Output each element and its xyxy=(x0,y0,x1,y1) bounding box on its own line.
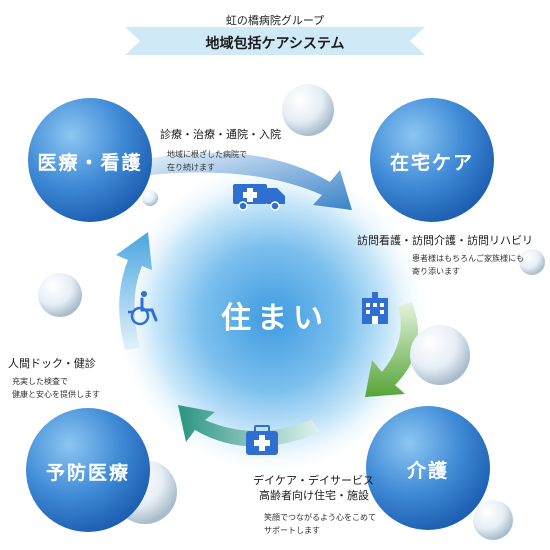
home-heading: 訪問看護・訪問介護・訪問リハビリ xyxy=(357,234,533,247)
arrow-prevention-to-medical xyxy=(116,232,152,350)
arrow-home-to-care xyxy=(365,302,419,397)
orb-prevention xyxy=(26,408,150,532)
building-icon xyxy=(362,292,388,324)
medical-desc-line-2: 在り続けます xyxy=(167,163,215,172)
medical-desc-line-1: 地域に根ざした病院で xyxy=(167,150,247,159)
group-name: 虹の橋病院グループ xyxy=(225,14,325,27)
title-banner xyxy=(125,27,425,55)
orb-home xyxy=(370,98,494,222)
care-heading-line-2: 高齢者向け住宅・施設 xyxy=(259,489,369,502)
care-heading-line-1: デイケア・デイサービス xyxy=(253,474,374,487)
bubble xyxy=(473,500,513,540)
bubble xyxy=(142,190,158,206)
center-label: 住まい xyxy=(221,301,329,336)
care-desc-line-2: サポートします xyxy=(264,526,320,535)
prevention-desc-line-2: 健康と安心を提供します xyxy=(12,390,100,399)
home-desc-line-1: 患者様はもちろんご家族様にも xyxy=(412,254,524,263)
orb-label-prevention: 予防医療 xyxy=(45,462,130,484)
orb-label-home: 在宅ケア xyxy=(389,152,474,174)
prevention-heading: 人間ドック・健診 xyxy=(8,357,96,370)
care-desc-line-1: 笑顔でつながるよう心をこめて xyxy=(264,513,376,522)
center-glow xyxy=(112,158,432,478)
home-desc-line-2: 寄り添います xyxy=(412,267,460,276)
arrow-medical-to-home xyxy=(150,152,352,210)
orb-label-care: 介護 xyxy=(406,460,449,482)
medical-heading: 診療・治療・通院・入院 xyxy=(160,128,281,141)
bubble xyxy=(38,273,82,317)
orb-medical xyxy=(28,98,152,222)
orb-label-medical: 医療・看護 xyxy=(37,152,143,174)
bubble xyxy=(410,325,470,385)
medical-kit-icon xyxy=(246,425,278,455)
orb-care xyxy=(366,406,490,530)
bubble xyxy=(282,84,334,136)
ambulance-icon xyxy=(233,184,285,211)
prevention-desc-line-1: 充実した検査で xyxy=(12,377,68,386)
page-title: 地域包括ケアシステム xyxy=(205,36,345,52)
bubble xyxy=(519,249,545,275)
wheelchair-icon xyxy=(128,291,158,326)
arrow-care-to-prevention xyxy=(178,405,320,447)
